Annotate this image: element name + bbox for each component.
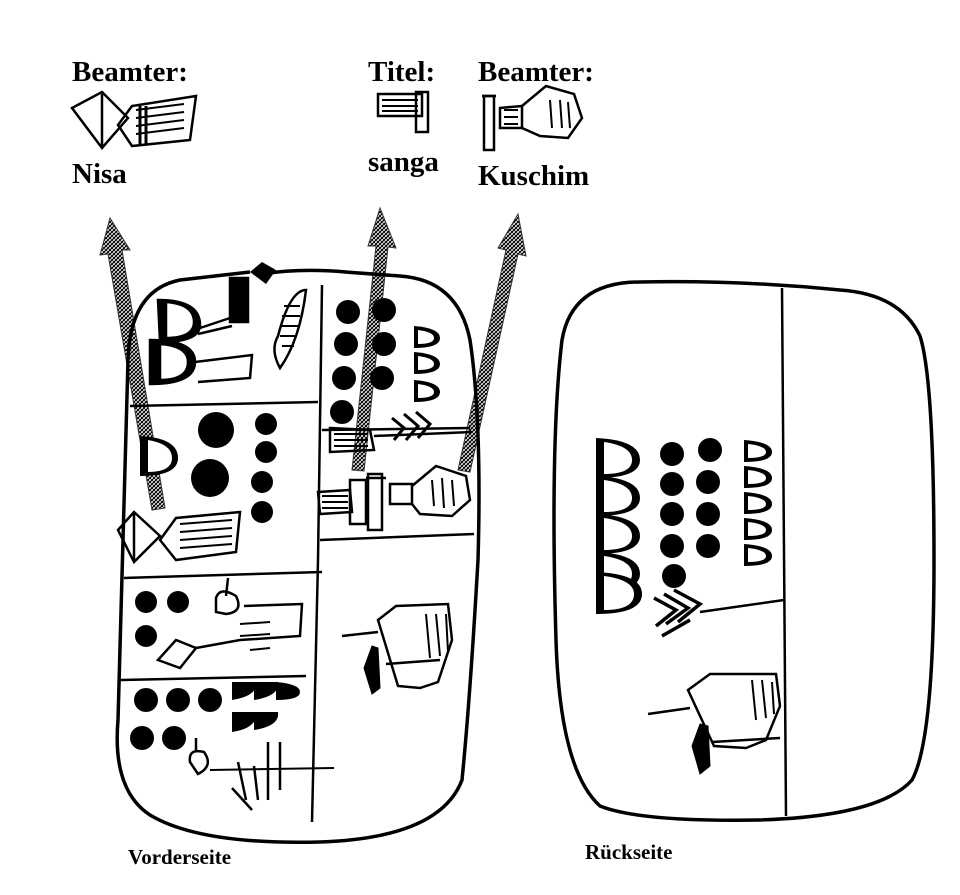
official-name-nisa: Nisa	[72, 158, 127, 190]
obverse-caption: Vorderseite	[128, 845, 232, 869]
numerals-reverse-small-icon	[744, 440, 772, 566]
reverse-tablet	[552, 279, 936, 822]
numerals-case4-icon	[130, 682, 300, 750]
numerals-reverse-large-icon	[596, 438, 642, 614]
sign-right-case1-icon	[328, 410, 473, 454]
obverse-tablet	[115, 262, 481, 845]
official-label-right: Beamter:	[478, 56, 594, 88]
sign-kuschim-icon	[482, 84, 584, 152]
sign-reverse-bottom-icon	[647, 672, 782, 775]
numerals-reverse-circles-icon	[660, 438, 722, 588]
sign-nisa-icon	[70, 90, 198, 150]
reverse-caption: Rückseite	[585, 840, 673, 864]
sign-case3-icon	[155, 577, 304, 670]
sign-right-case2-icon	[316, 464, 472, 532]
numerals-right-case1-icon	[330, 298, 440, 424]
sign-sanga-icon	[376, 90, 430, 134]
numerals-case2-icon	[140, 412, 277, 523]
sign-reverse-chevron-icon	[653, 588, 785, 638]
sign-case2-nisa-icon	[116, 510, 242, 565]
sign-case4-icon	[188, 738, 282, 811]
sign-right-case3-icon	[341, 602, 454, 695]
title-value-sanga: sanga	[368, 146, 439, 178]
official-name-kuschim: Kuschim	[478, 160, 590, 192]
numerals-case3-icon	[135, 591, 189, 647]
sign-case1-icon	[148, 276, 308, 386]
official-label-left: Beamter:	[72, 56, 188, 88]
title-label: Titel:	[368, 56, 436, 88]
